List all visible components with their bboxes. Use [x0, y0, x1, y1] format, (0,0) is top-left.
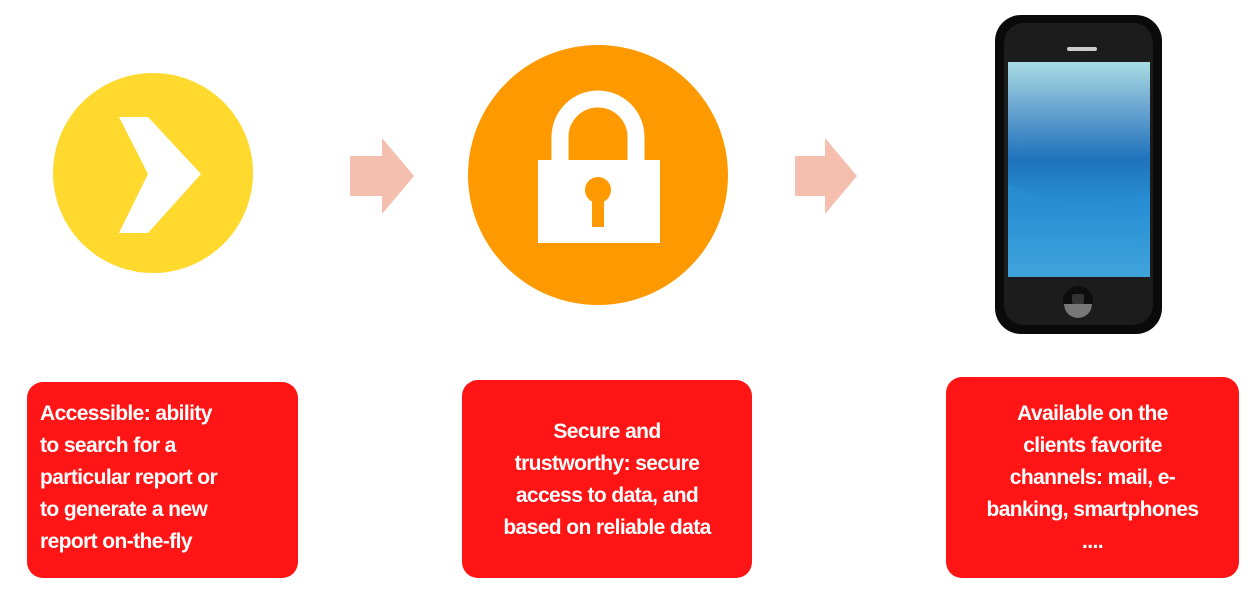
- accessible-box: Accessible: ability to search for a part…: [27, 382, 298, 578]
- arrow-right-icon: [795, 138, 857, 214]
- smartphone-icon: [995, 15, 1162, 334]
- available-box: Available on the clients favorite channe…: [946, 377, 1239, 578]
- box-text-line: banking, smartphones: [986, 498, 1199, 521]
- box-text-line: Secure and: [553, 420, 661, 443]
- box-text-line: access to data, and: [515, 484, 699, 507]
- box-text-line: Available on the: [1017, 402, 1168, 425]
- box-text-line: clients favorite: [1023, 434, 1162, 457]
- box-text-line: ....: [1082, 530, 1104, 553]
- lock-icon: [538, 90, 660, 243]
- box-text-line: to search for a: [40, 434, 176, 457]
- box-text-line: based on reliable data: [503, 516, 711, 539]
- box-text-line: report on-the-fly: [40, 530, 193, 553]
- chevron-right-icon: [119, 117, 201, 233]
- box-text-line: particular report or: [40, 466, 218, 489]
- box-text-line: Accessible: ability: [40, 402, 212, 425]
- secure-box: Secure and trustworthy: secure access to…: [462, 380, 752, 578]
- secure-icon: [468, 45, 728, 305]
- arrow-right-icon: [350, 138, 414, 214]
- box-text-line: trustworthy: secure: [514, 452, 700, 475]
- box-text-line: channels: mail, e-: [1009, 466, 1176, 489]
- box-text-line: to generate a new: [40, 498, 208, 521]
- accessible-icon: [53, 73, 253, 273]
